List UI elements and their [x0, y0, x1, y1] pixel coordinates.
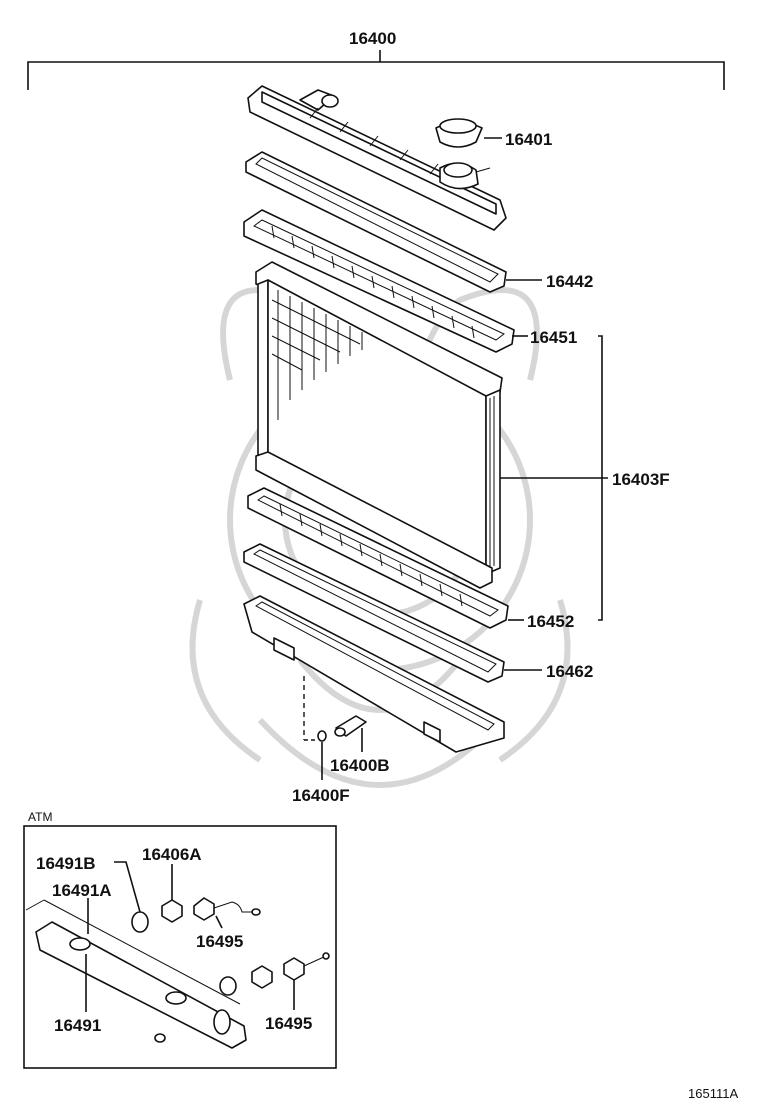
- figure-code: 165111A: [688, 1086, 738, 1101]
- assembly-bracket: [27, 50, 725, 90]
- drain-cock: [334, 715, 367, 737]
- label-16406A: 16406A: [142, 845, 202, 864]
- label-16401: 16401: [505, 130, 552, 149]
- cooler-gasket-lower: [219, 976, 237, 996]
- upper-core-plate: [243, 209, 515, 353]
- label-16491A: 16491A: [52, 881, 112, 900]
- label-16495-upper: 16495: [196, 932, 243, 951]
- radiator-core: [255, 261, 503, 589]
- lower-radiator-tank: [243, 595, 505, 753]
- cooler-nut-lower: [251, 965, 273, 989]
- atm-inset-box: [23, 825, 337, 1069]
- label-16452: 16452: [527, 612, 574, 631]
- lower-gasket: [243, 543, 505, 683]
- label-16400F: 16400F: [292, 786, 350, 805]
- upper-radiator-tank: [247, 85, 507, 231]
- cooler-nut: [161, 899, 183, 923]
- label-16400: 16400: [349, 29, 396, 48]
- cooler-hose-upper: [193, 897, 261, 921]
- leader-16495-upper: [215, 915, 223, 929]
- label-16462: 16462: [546, 662, 593, 681]
- label-16491: 16491: [54, 1016, 101, 1035]
- radiator-cap: [435, 118, 483, 148]
- label-16491B: 16491B: [36, 854, 96, 873]
- oil-cooler-tank: [25, 899, 247, 1049]
- label-16400B: 16400B: [330, 756, 390, 775]
- drain-oring: [317, 730, 327, 742]
- label-16403F: 16403F: [612, 470, 670, 489]
- label-16451: 16451: [530, 328, 577, 347]
- upper-gasket: [245, 151, 507, 293]
- lower-core-plate: [247, 487, 509, 629]
- cooler-hose-lower: [283, 952, 330, 981]
- cooler-gasket: [131, 911, 149, 933]
- leader-16491B: [114, 861, 141, 913]
- label-16495-lower: 16495: [265, 1014, 312, 1033]
- inset-title-atm: ATM: [28, 810, 52, 824]
- label-16442: 16442: [546, 272, 593, 291]
- core-group-bracket: [598, 335, 603, 621]
